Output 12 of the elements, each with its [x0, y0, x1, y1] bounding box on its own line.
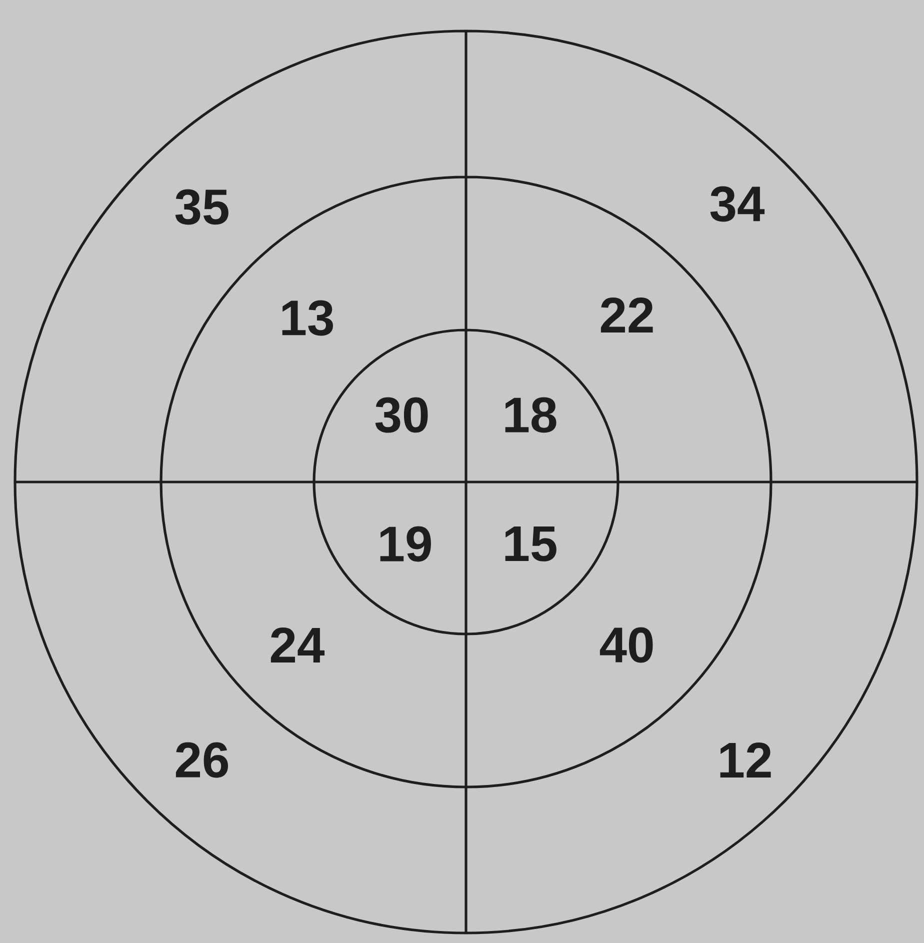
ring-score: 40 — [600, 627, 653, 663]
ring-score: 22 — [600, 298, 653, 332]
ring-score: 18 — [505, 397, 556, 433]
ring-score: 26 — [176, 742, 228, 778]
ring-score: 34 — [710, 186, 765, 222]
ring-score: 30 — [375, 397, 428, 433]
ring-score: 15 — [505, 526, 556, 562]
ring-score: 24 — [270, 628, 325, 662]
ring-score: 35 — [175, 189, 228, 225]
ring-score: 19 — [380, 526, 431, 562]
ring-score: 13 — [282, 300, 333, 336]
ring-score: 12 — [720, 742, 771, 778]
